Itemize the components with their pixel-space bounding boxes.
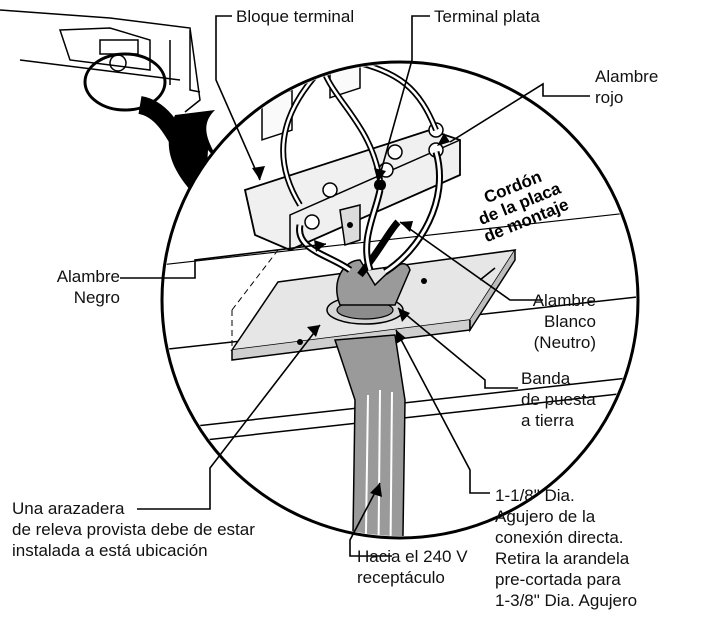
leader-lines (120, 15, 590, 557)
power-cord (326, 259, 411, 536)
label-line: Retira la arandela (495, 549, 630, 568)
label-line: Alambre (595, 67, 659, 86)
label-line: Agujero de la (495, 507, 596, 526)
label-line: Blanco (544, 312, 596, 331)
label-agujero: 1-1/8" Dia. Agujero de la conexión direc… (495, 485, 637, 611)
label-line: conexión directa. (495, 528, 624, 547)
ground-strap (357, 219, 401, 278)
label-alambre-negro: Alambre Negro (30, 266, 120, 308)
label-line: instalada a está ubicación (12, 541, 208, 560)
label-line: Banda (521, 369, 571, 388)
label-line: Alambre (56, 267, 120, 286)
label-line: 1-3/8" Dia. Agujero (495, 591, 638, 610)
label-alambre-blanco: Alambre Blanco (Neutro) (504, 290, 596, 353)
label-line: 1-1/8" Dia. (495, 486, 575, 505)
label-banda: Banda de puesta a tierra (521, 368, 596, 431)
label-line: de releva provista debe de estar (12, 520, 255, 539)
inset-target-circle (83, 52, 167, 112)
arrow-heads (252, 133, 450, 497)
label-line: a tierra (521, 411, 574, 430)
label-line: Hacia el 240 V (357, 547, 468, 566)
label-line: rojo (595, 88, 624, 107)
label-terminal-plata: Terminal plata (434, 7, 540, 26)
label-line: Una arazadera (12, 499, 125, 518)
label-hacia-receptaculo: Hacia el 240 V receptáculo (357, 546, 468, 588)
label-line: pre-cortada para (495, 570, 621, 589)
label-line: receptáculo (357, 568, 445, 587)
label-line: Alambre (532, 291, 596, 310)
label-bloque-terminal: Bloque terminal (236, 7, 355, 26)
label-alambre-rojo: Alambre rojo (595, 66, 658, 108)
inset-appliance-sketch (0, 9, 201, 113)
label-line: de puesta (521, 390, 596, 409)
terminal-block (243, 64, 461, 251)
label-line: (Neutro) (533, 333, 596, 352)
label-line: Negro (73, 288, 120, 307)
label-arazadera: Una arazadera de releva provista debe de… (12, 498, 255, 561)
